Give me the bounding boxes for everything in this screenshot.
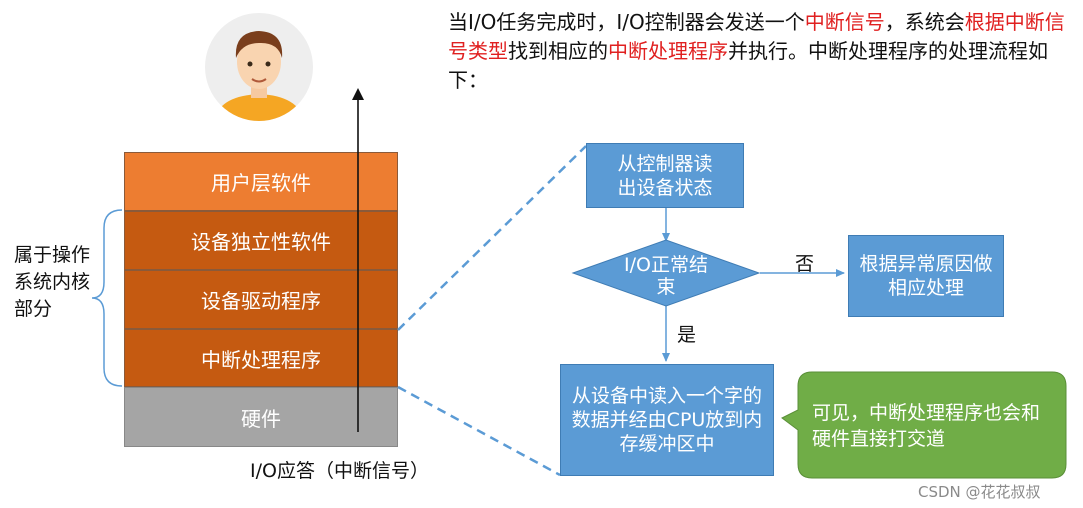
layer-device-independent-software: 设备独立性软件 bbox=[124, 211, 398, 270]
person-avatar-icon bbox=[204, 12, 314, 122]
callout-bubble-shape bbox=[781, 371, 1067, 479]
yes-label: 是 bbox=[677, 324, 697, 346]
layer-device-driver: 设备驱动程序 bbox=[124, 270, 398, 329]
layer-hardware: 硬件 bbox=[124, 387, 398, 447]
intro-highlight-handler: 中断处理程序 bbox=[608, 39, 728, 63]
intro-part4: 并执行。中断处理程序的处理流程如下： bbox=[448, 39, 1048, 92]
flow-read-status: 从控制器读出设备状态 bbox=[586, 143, 744, 208]
flow-handle-exception: 根据异常原因做相应处理 bbox=[848, 235, 1004, 317]
intro-part2: ，系统会 bbox=[884, 10, 965, 34]
watermark: CSDN @花花叔叔 bbox=[918, 483, 1041, 501]
layer-user-software: 用户层软件 bbox=[124, 152, 398, 211]
flow-read-data: 从设备中读入一个字的数据并经由CPU放到内存缓冲区中 bbox=[560, 364, 774, 476]
io-response-label: I/O应答（中断信号） bbox=[250, 460, 429, 482]
no-label: 否 bbox=[795, 253, 815, 275]
intro-part3: 找到相应的 bbox=[508, 39, 608, 63]
intro-highlight-interrupt-signal: 中断信号 bbox=[804, 10, 885, 34]
decision-diamond bbox=[571, 239, 761, 307]
kernel-brace bbox=[91, 208, 126, 392]
callout-text: 可见，中断处理程序也会和硬件直接打交道 bbox=[812, 402, 1041, 450]
intro-part1: 当I/O任务完成时，I/O控制器会发送一个 bbox=[448, 10, 805, 34]
kernel-label: 属于操作系统内核部分 bbox=[14, 244, 91, 320]
intro-text: 当I/O任务完成时，I/O控制器会发送一个中断信号，系统会根据中断信号类型找到相… bbox=[448, 8, 1070, 95]
dashed-connector-bottom bbox=[397, 385, 561, 477]
intro-highlight-by-signal-type: 根据中断信号类型 bbox=[448, 10, 1065, 63]
decision-label: I/O正常结束 bbox=[624, 254, 708, 298]
layer-interrupt-handler: 中断处理程序 bbox=[124, 329, 398, 387]
dashed-connector-top bbox=[397, 145, 587, 331]
